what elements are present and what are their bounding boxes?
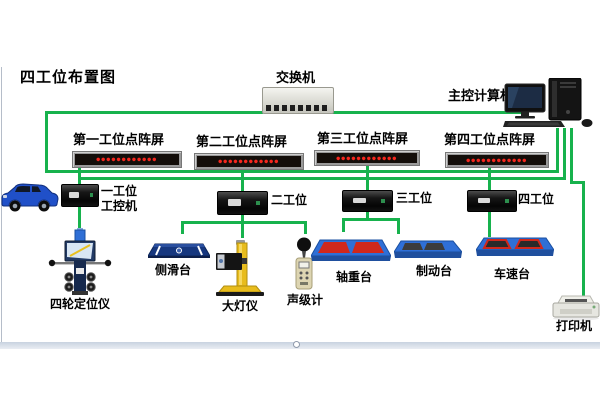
sound-level-meter-icon: [295, 237, 313, 290]
connector-line: [181, 221, 307, 224]
brake-platform-icon: [394, 240, 462, 258]
device-label: 大灯仪: [222, 299, 259, 313]
connector-line: [570, 181, 585, 184]
led-text: ●●●●●●●●●●●●: [197, 156, 301, 167]
dot-matrix-screen-4: ●●●●●●●●●●●●: [445, 152, 549, 168]
page-title: 四工位布置图: [20, 69, 117, 86]
connector-line: [304, 221, 307, 234]
device-label: 车速台: [494, 267, 531, 281]
screen1-label: 第一工位点阵屏: [73, 132, 165, 147]
connector-line: [241, 221, 244, 238]
switch-label: 交换机: [276, 70, 316, 85]
connector-bus-line: [78, 177, 566, 180]
station1-label: 一工位: [101, 184, 138, 198]
device-label: 声级计: [287, 293, 324, 307]
connector-line: [181, 221, 184, 234]
desktop-computer-icon: [503, 78, 593, 127]
station4-label: 四工位: [518, 192, 555, 206]
dot-matrix-screen-1: ●●●●●●●●●●●●: [72, 151, 182, 168]
station1-label2: 工控机: [101, 199, 138, 213]
printer-label: 打印机: [556, 319, 593, 333]
screen3-label: 第三工位点阵屏: [317, 131, 409, 146]
side-slip-platform-icon: [148, 243, 210, 258]
station3-pc-icon: [342, 190, 393, 212]
station4-pc-icon: [467, 190, 517, 212]
connector-line: [556, 128, 559, 173]
connector-line: [332, 111, 521, 114]
axle-weight-platform-icon: [311, 239, 391, 261]
connector-line: [342, 218, 345, 232]
station3-label: 三工位: [396, 191, 433, 205]
selection-left-edge: [1, 67, 2, 342]
connector-line: [78, 204, 81, 229]
dot-matrix-screen-3: ●●●●●●●●●●●●: [314, 150, 420, 166]
station1-pc-icon: [61, 184, 99, 207]
network-switch-icon: [262, 87, 334, 114]
car-icon: [1, 183, 59, 212]
station2-label: 二工位: [271, 193, 308, 207]
connector-printer-line: [582, 181, 585, 297]
dot-matrix-screen-2: ●●●●●●●●●●●●: [194, 153, 304, 170]
connector-line: [563, 128, 566, 180]
device-label: 轴重台: [336, 270, 373, 284]
connector-line: [570, 128, 573, 184]
connector-line: [241, 170, 244, 192]
switch-ports: [266, 105, 330, 111]
station2-pc-icon: [217, 191, 268, 215]
device-label: 制动台: [416, 264, 453, 278]
connector-line: [488, 210, 491, 237]
connector-line: [241, 212, 244, 224]
connector-line: [78, 168, 81, 185]
headlight-tester-icon: [216, 240, 264, 296]
connector-line: [488, 168, 491, 191]
main-computer-label: 主控计算机: [448, 88, 514, 103]
wheel-aligner-icon: [48, 228, 112, 295]
screen2-label: 第二工位点阵屏: [196, 134, 288, 149]
led-text: ●●●●●●●●●●●●: [448, 155, 546, 165]
screen4-label: 第四工位点阵屏: [444, 132, 536, 147]
connector-line: [366, 210, 369, 220]
connector-line: [45, 111, 263, 114]
image-resize-handle[interactable]: [293, 341, 300, 348]
connector-line: [397, 218, 400, 234]
led-text: ●●●●●●●●●●●●: [317, 153, 417, 163]
connector-bus-line: [45, 170, 559, 173]
connector-line: [45, 111, 48, 173]
selection-bottom-edge: [0, 342, 600, 349]
device-label: 四轮定位仪: [50, 297, 111, 311]
device-label: 侧滑台: [155, 263, 192, 277]
printer-icon: [552, 295, 600, 321]
connector-line: [342, 218, 400, 221]
led-text: ●●●●●●●●●●●●: [75, 154, 179, 165]
connector-line: [366, 165, 369, 191]
speed-platform-icon: [476, 237, 554, 256]
